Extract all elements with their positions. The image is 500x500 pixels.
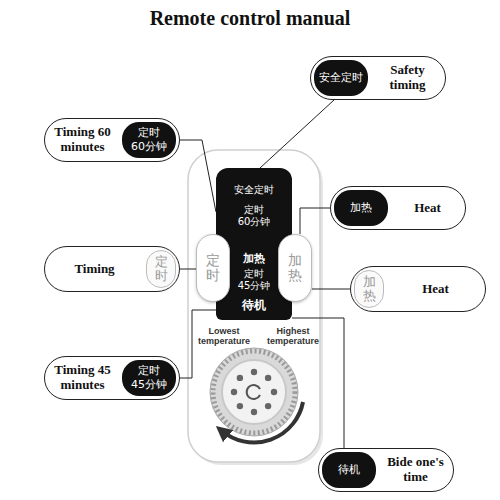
callout-pill: 加热 Heat	[350, 266, 486, 312]
leader-line	[312, 289, 350, 290]
callout-pill: 加热 Heat	[330, 186, 466, 230]
chinese-label: 定时 45分钟	[122, 360, 176, 396]
dial-dots	[231, 369, 277, 415]
english-label: Timing 60 minutes	[48, 125, 117, 155]
dial-label: Highest temperature	[262, 326, 324, 347]
english-label: Bide one's time	[381, 455, 450, 485]
chinese-label: 定时 60分钟	[122, 122, 176, 158]
leader-line	[260, 100, 334, 168]
english-label: Heat	[389, 282, 482, 297]
dial-label: Lowest temperature	[194, 326, 254, 347]
leader-line	[180, 269, 196, 270]
chinese-label: 安全定时	[314, 60, 368, 96]
remote-body	[188, 150, 320, 462]
english-label: Safety timing	[373, 63, 442, 93]
dial-center-ring	[247, 385, 260, 399]
callout-pill: Timing 45 minutes定时 45分钟	[44, 356, 180, 400]
panel-label: 加热	[232, 252, 276, 265]
panel-label: 待机	[232, 298, 276, 312]
remote-button: 加热	[278, 234, 312, 302]
leader-line	[300, 208, 330, 234]
panel-label: 安全定时	[224, 184, 284, 196]
button-label: 定时	[206, 253, 220, 284]
dial-knurl	[213, 351, 295, 433]
callout-pill: 安全定时Safety timing	[310, 56, 446, 100]
button-label: 定时	[155, 255, 168, 284]
button-picture: 定时	[146, 250, 176, 288]
dial-face	[222, 360, 286, 424]
button-picture: 加热	[354, 270, 384, 308]
rotation-arrow	[222, 402, 303, 443]
english-label: Timing 45 minutes	[48, 363, 117, 393]
english-label: Heat	[393, 201, 462, 216]
button-label: 加热	[363, 275, 376, 304]
callout-pill: Timing 60 minutes定时 60分钟	[44, 118, 180, 162]
callout-pill: Timing 定时	[44, 246, 180, 292]
button-label: 加热	[288, 253, 302, 284]
callout-pill: 待机Bide one's time	[318, 448, 454, 492]
panel-label: 定时 60分钟	[232, 204, 276, 228]
panel-label: 定时 45分钟	[232, 268, 276, 292]
diagram-title: Remote control manual	[0, 6, 500, 30]
chinese-label: 加热	[334, 190, 388, 226]
remote-button: 定时	[196, 234, 230, 302]
dial-outer	[210, 348, 298, 436]
leader-line	[180, 140, 216, 212]
english-label: Timing	[48, 262, 141, 277]
chinese-label: 待机	[322, 452, 376, 488]
